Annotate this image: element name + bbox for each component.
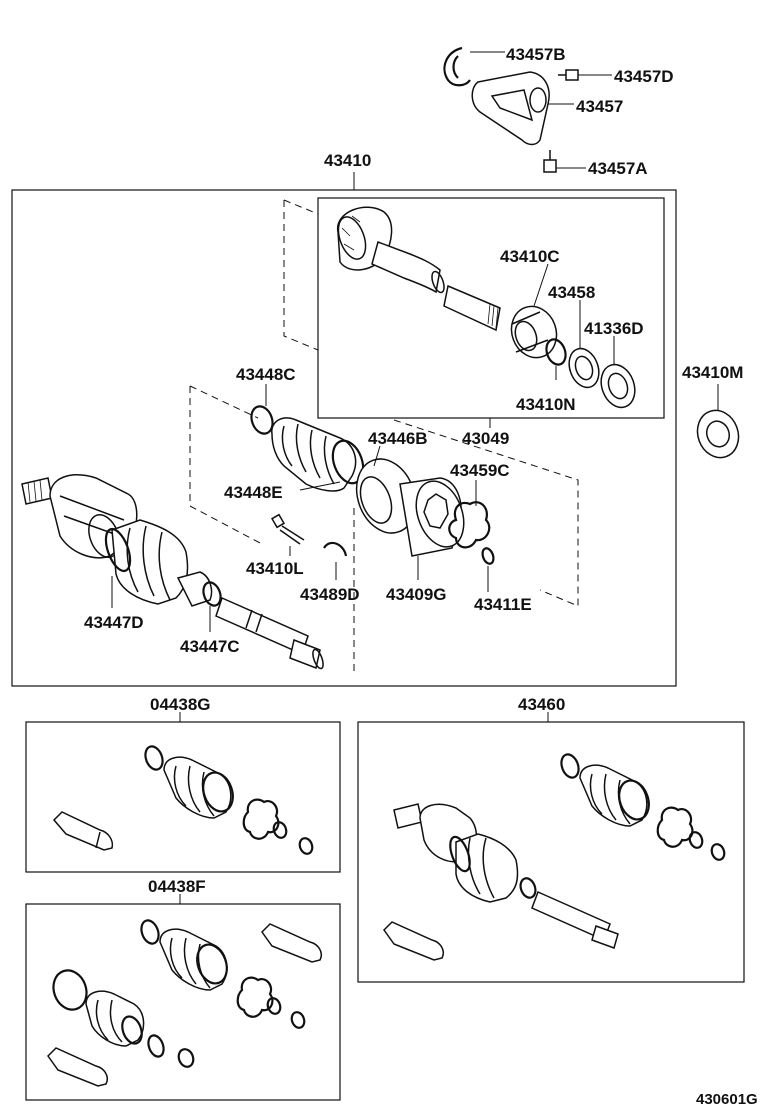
figure-code: 430601G bbox=[696, 1091, 758, 1108]
clamp-43448C bbox=[250, 405, 274, 435]
seal-43410M bbox=[696, 409, 740, 459]
frame-43460 bbox=[357, 721, 745, 983]
clip-43489D bbox=[323, 541, 348, 557]
label-04438F: 04438F bbox=[148, 877, 206, 896]
label-43410N: 43410N bbox=[516, 395, 576, 414]
kit-04438F-parts bbox=[47, 919, 322, 1087]
frame-04438F bbox=[25, 903, 341, 1101]
kit-04438G-parts bbox=[52, 745, 314, 855]
label-43460: 43460 bbox=[518, 695, 565, 714]
bolt-43410L bbox=[271, 513, 305, 545]
seal-41336D bbox=[600, 363, 636, 409]
clip-43457B bbox=[443, 46, 471, 87]
bearing-43458 bbox=[568, 347, 600, 389]
kit-43460-parts bbox=[383, 753, 726, 961]
bearing-43410C bbox=[510, 305, 558, 359]
label-43410M: 43410M bbox=[682, 363, 743, 382]
label-43447C: 43447C bbox=[180, 637, 240, 656]
label-43410C: 43410C bbox=[500, 247, 560, 266]
axle-shaft-assembly bbox=[21, 474, 324, 670]
label-43410: 43410 bbox=[324, 151, 371, 170]
label-43447D: 43447D bbox=[84, 613, 144, 632]
label-43409G: 43409G bbox=[386, 585, 447, 604]
bolt-43457A bbox=[543, 150, 557, 173]
boot-43446B bbox=[271, 417, 357, 492]
label-43446B: 43446B bbox=[368, 429, 428, 448]
label-43459C: 43459C bbox=[450, 461, 510, 480]
snap-ring-43411E bbox=[481, 547, 495, 565]
label-43457A: 43457A bbox=[588, 159, 648, 178]
bracket-assembly bbox=[443, 46, 612, 173]
frame-43049 bbox=[317, 197, 665, 419]
label-43448E: 43448E bbox=[224, 483, 283, 502]
ring-43459C bbox=[448, 501, 491, 549]
label-43049: 43049 bbox=[462, 429, 509, 448]
label-43410L: 43410L bbox=[246, 559, 304, 578]
label-43448C: 43448C bbox=[236, 365, 296, 384]
label-43457: 43457 bbox=[576, 97, 623, 116]
label-43411E: 43411E bbox=[474, 595, 532, 614]
frame-04438G bbox=[25, 721, 341, 873]
label-43489D: 43489D bbox=[300, 585, 360, 604]
outboard-joint-housing bbox=[337, 206, 501, 332]
label-41336D: 41336D bbox=[584, 319, 644, 338]
inboard-joint-43409G bbox=[355, 458, 465, 557]
clamp-43448E bbox=[331, 439, 365, 485]
label-43458: 43458 bbox=[548, 283, 595, 302]
frame-43410 bbox=[11, 189, 677, 687]
label-43457D: 43457D bbox=[614, 67, 674, 86]
bolt-43457D bbox=[558, 69, 579, 81]
snap-ring-43410N bbox=[545, 338, 567, 366]
label-43457B: 43457B bbox=[506, 45, 566, 64]
bracket-43457 bbox=[471, 71, 550, 146]
label-04438G: 04438G bbox=[150, 695, 211, 714]
